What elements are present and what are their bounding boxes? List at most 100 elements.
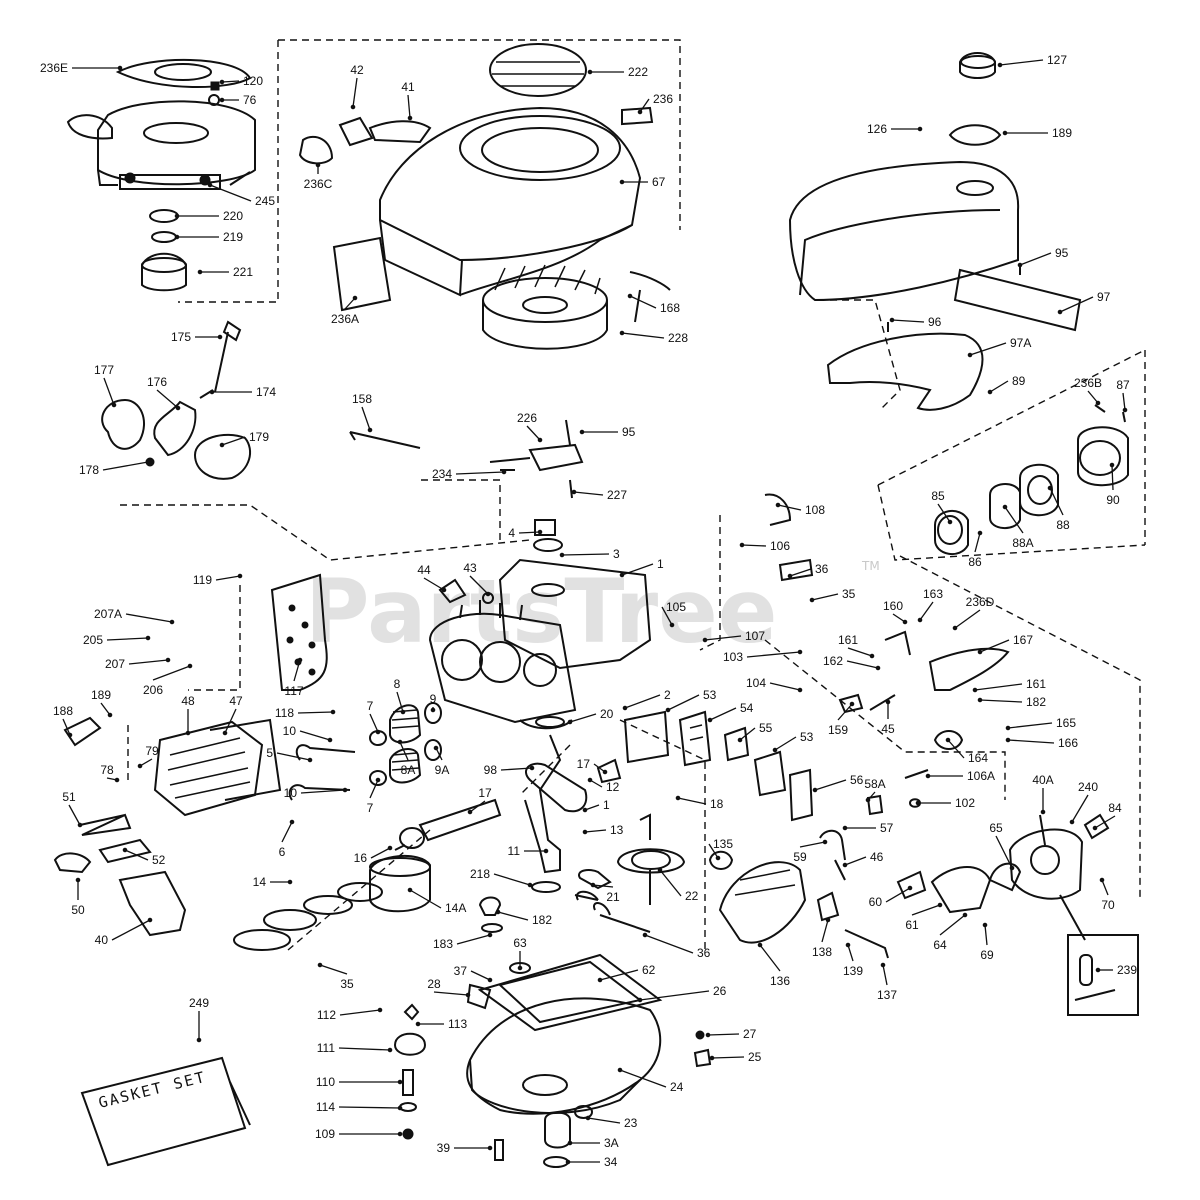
- callout-label: 178: [79, 463, 99, 477]
- callout-leader-arrowhead: [619, 330, 625, 336]
- callout-leader-line: [433, 991, 469, 996]
- callout-label: 218: [470, 867, 490, 881]
- callout-leader-arrowhead: [397, 1079, 403, 1085]
- callout-leader-arrowhead: [797, 687, 803, 693]
- callout-label: 108: [805, 503, 825, 517]
- callout-label: 53: [703, 688, 717, 702]
- callout-label: 227: [607, 488, 627, 502]
- callout-leader-arrowhead: [627, 293, 633, 299]
- callout-label: 28: [427, 977, 441, 991]
- callout-leader-line: [882, 964, 888, 986]
- callout-leader-line: [300, 789, 346, 794]
- callout-label: 63: [513, 936, 527, 950]
- gasket-set-envelope: GASKET SET: [80, 1056, 251, 1167]
- callout-leader-line: [352, 77, 358, 108]
- callout-leader-line: [837, 703, 853, 721]
- callout-leader-line: [344, 297, 356, 310]
- callout-label: 236C: [304, 177, 333, 191]
- callout-label: 3A: [604, 1136, 619, 1150]
- callout-leader-line: [711, 1056, 745, 1059]
- callout-leader-line: [338, 1106, 401, 1109]
- callout-leader-arrowhead: [174, 234, 180, 240]
- callout-leader-arrowhead: [977, 697, 983, 703]
- callout-label: 105: [666, 600, 686, 614]
- callout-label: 22: [685, 889, 699, 903]
- callout-label: 95: [622, 425, 636, 439]
- callout-leader-line: [500, 767, 533, 771]
- callout-leader-line: [947, 739, 965, 759]
- callout-label: 139: [843, 964, 863, 978]
- callout-leader-arrowhead: [315, 162, 321, 168]
- callout-label: 44: [417, 563, 431, 577]
- callout-label: 18: [710, 797, 724, 811]
- callout-leader-line: [370, 847, 391, 859]
- callout-label: 109: [315, 1127, 335, 1141]
- callout-label: 53: [800, 730, 814, 744]
- cylinder-head: [53, 573, 328, 937]
- callout-label: 137: [877, 988, 897, 1002]
- callout-label: 103: [723, 650, 743, 664]
- callout-leader-arrowhead: [987, 389, 993, 395]
- callout-label: 161: [1026, 677, 1046, 691]
- callout-leader-arrowhead: [737, 737, 743, 743]
- callout-label: 7: [367, 801, 374, 815]
- callout-label: 4: [508, 526, 515, 540]
- callout-leader-arrowhead: [937, 902, 943, 908]
- callout-leader-arrowhead: [543, 848, 549, 854]
- callout-leader-arrowhead: [430, 707, 436, 713]
- callout-label: 45: [881, 722, 895, 736]
- callout-leader-line: [937, 503, 951, 523]
- callout-leader-arrowhead: [809, 597, 815, 603]
- callout-label: 10: [283, 724, 297, 738]
- watermark-trademark: TM: [861, 559, 880, 573]
- callout-leader-line: [156, 389, 179, 409]
- callout-label: 236: [653, 92, 673, 106]
- callout-leader-line: [68, 804, 81, 826]
- dipstick-breather-parts: [101, 320, 252, 480]
- callout-leader-arrowhead: [397, 1105, 403, 1111]
- callout-leader-arrowhead: [702, 637, 708, 643]
- callout-leader-arrowhead: [1047, 485, 1053, 491]
- callout-label: 25: [748, 1050, 762, 1064]
- callout-label: 86: [968, 555, 982, 569]
- callout-leader-line: [739, 727, 756, 741]
- callout-label: 41: [401, 80, 415, 94]
- callout-leader-line: [667, 694, 700, 711]
- callout-label: 67: [652, 175, 666, 189]
- callout-leader-arrowhead: [842, 825, 848, 831]
- recoil-starter-assembly: [66, 58, 256, 292]
- callout-leader-arrowhead: [287, 879, 293, 885]
- callout-leader-arrowhead: [137, 763, 143, 769]
- callout-leader-arrowhead: [197, 269, 203, 275]
- callout-leader-line: [989, 380, 1009, 393]
- callout-leader-line: [407, 94, 411, 119]
- callout-label: 26: [713, 984, 727, 998]
- callout-label: 70: [1101, 898, 1115, 912]
- callout-leader-line: [592, 884, 614, 888]
- callout-leader-line: [573, 491, 604, 496]
- callout-label: 176: [147, 375, 167, 389]
- callout-leader-arrowhead: [915, 800, 921, 806]
- callout-leader-arrowhead: [587, 777, 593, 783]
- callout-label: 13: [610, 823, 624, 837]
- callout-label: 226: [517, 411, 537, 425]
- callout-leader-line: [789, 568, 812, 577]
- callout-label: 7: [367, 699, 374, 713]
- callout-label: 175: [171, 330, 191, 344]
- callout-leader-line: [224, 708, 237, 734]
- callout-label: 39: [437, 1141, 451, 1155]
- callout-leader-line: [885, 887, 911, 903]
- callout-leader-line: [409, 889, 442, 909]
- callout-leader-arrowhead: [757, 942, 763, 948]
- callout-leader-arrowhead: [487, 932, 493, 938]
- callout-leader-arrowhead: [637, 109, 643, 115]
- ignition-module: [349, 419, 792, 526]
- callout-leader-arrowhead: [465, 992, 471, 998]
- callout-label: 40A: [1032, 773, 1053, 787]
- callout-label: 114: [316, 1100, 335, 1114]
- callout-label: 107: [745, 629, 765, 643]
- callout-leader-line: [338, 1047, 391, 1051]
- callout-leader-arrowhead: [1122, 407, 1128, 413]
- callout-label: 46: [870, 850, 884, 864]
- callout-leader-line: [111, 919, 151, 941]
